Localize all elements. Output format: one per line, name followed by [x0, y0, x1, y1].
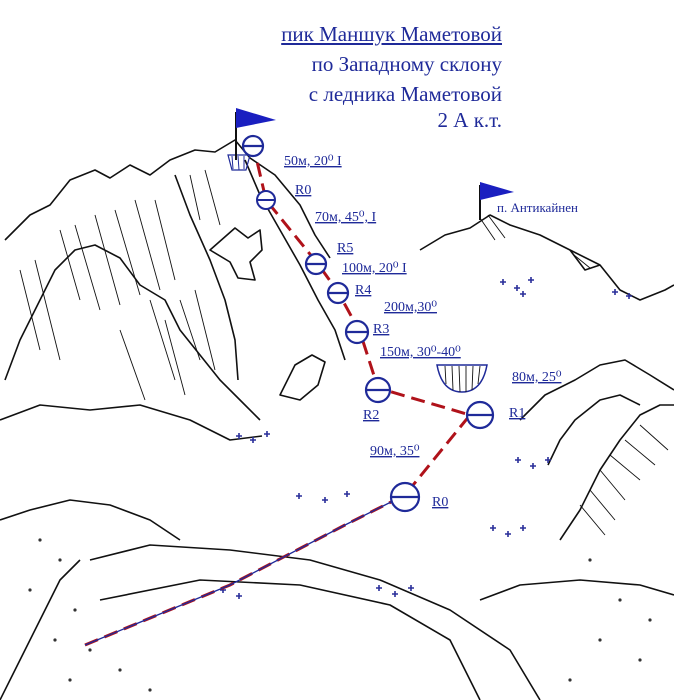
station-R5[interactable]: [304, 252, 328, 276]
station-R1[interactable]: [465, 400, 495, 430]
station-R4[interactable]: [326, 281, 350, 305]
label-R3: R3: [373, 322, 389, 337]
segment-label-s7: 50м, 20⁰ I: [284, 154, 342, 169]
segment-label-s5: 100м, 20⁰ I: [342, 261, 407, 276]
segment-label-s2: 80м, 25⁰: [512, 370, 562, 385]
label-R1: R1: [509, 406, 525, 421]
title-line-4: 2 А к.т.: [437, 108, 502, 132]
title-line-3: с ледника Маметовой: [308, 82, 502, 106]
station-summit[interactable]: [241, 134, 265, 158]
label-R4: R4: [355, 283, 371, 298]
segment-label-s1: 90м, 35⁰: [370, 444, 420, 459]
title-line-2: по Западному склону: [311, 52, 502, 76]
station-R2[interactable]: [364, 376, 392, 404]
glacier-lower: [0, 499, 674, 700]
moraine-stones: [28, 538, 652, 692]
station-R0[interactable]: [389, 481, 421, 513]
segment-label-s4: 200м,30⁰: [384, 300, 437, 315]
main-massif: [0, 139, 346, 441]
segment-label-s6: 70м, 45⁰, I: [315, 210, 376, 225]
summit-flag-antikainen: [479, 182, 514, 220]
title-line-1: пик Маншук Маметовой: [281, 22, 502, 46]
bergschrund-top: [227, 154, 251, 171]
segment-label-s3: 150м, 30⁰-40⁰: [380, 345, 461, 360]
station-R3[interactable]: [344, 319, 370, 345]
crevasse-field: [436, 364, 488, 393]
station-R0-top[interactable]: [256, 190, 276, 210]
summit-flag-main: [235, 108, 276, 160]
label-R0: R0: [432, 495, 448, 510]
label-R5: R5: [337, 241, 353, 256]
snow-marks: [220, 277, 632, 599]
label-R2: R2: [363, 408, 379, 423]
right-ridge: [419, 214, 674, 541]
peak-label-antikainen: п. Антикайнен: [497, 200, 578, 215]
label-R0-top: R0: [295, 183, 311, 198]
